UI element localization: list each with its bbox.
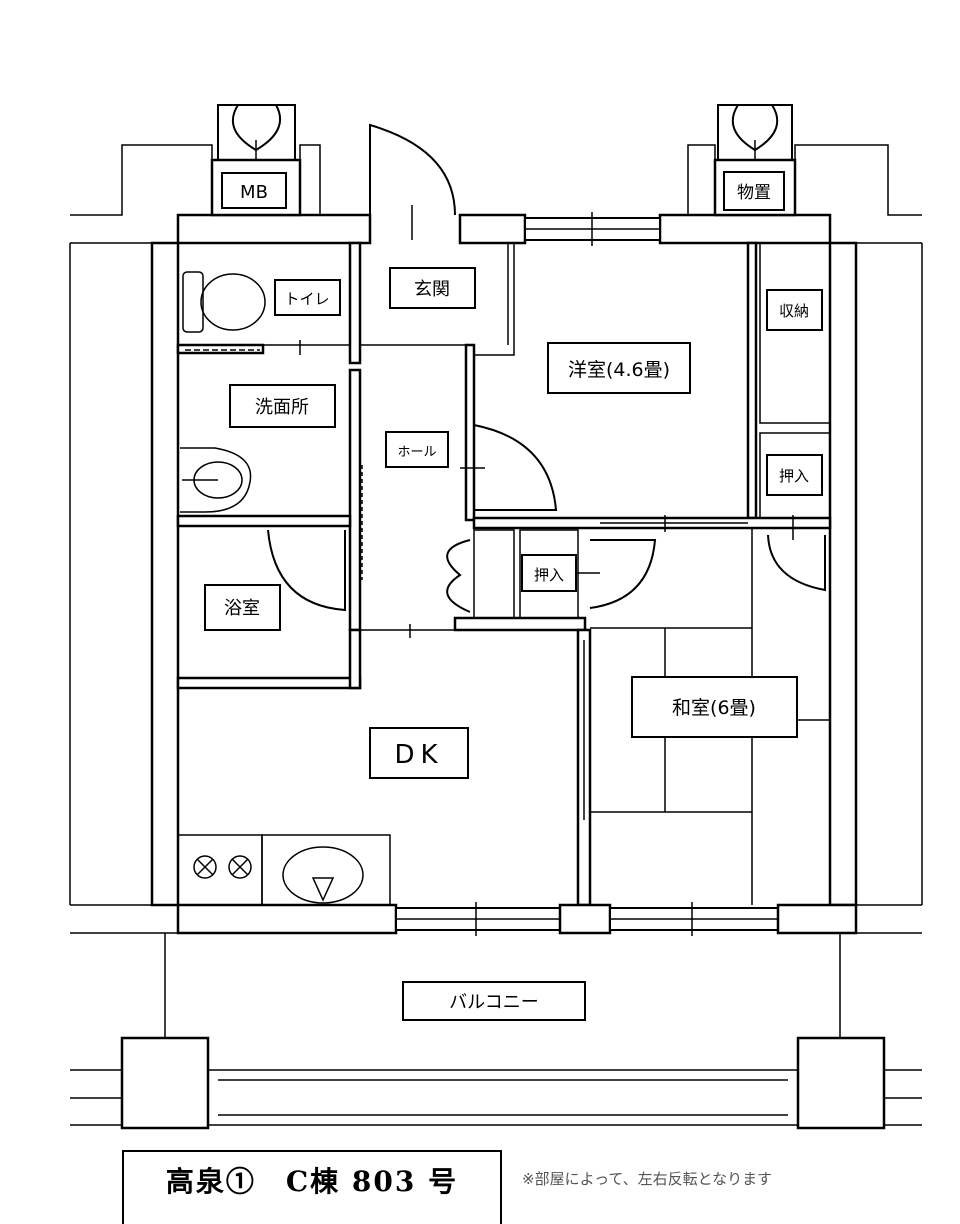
label-storage-outside: 物置 <box>737 183 771 203</box>
label-entrance: 玄関 <box>414 279 450 300</box>
mb-unit <box>210 104 302 217</box>
label-western-room: 洋室(4.6畳) <box>568 359 670 381</box>
label-washroom: 洗面所 <box>255 397 309 418</box>
label-closet-shuno: 収納 <box>779 302 809 320</box>
label-toilet: トイレ <box>284 290 329 308</box>
label-oshiire-center: 押入 <box>534 566 564 584</box>
label-japanese-room: 和室(6畳) <box>672 697 756 719</box>
label-balcony: バルコニー <box>449 992 539 1013</box>
bottom-wall <box>70 902 922 936</box>
caption-box: 高泉① C棟 803 号 <box>122 1150 502 1224</box>
balcony-area <box>70 933 922 1130</box>
caption-title: 高泉① C棟 803 号 <box>165 1165 459 1198</box>
label-bathroom: 浴室 <box>224 598 260 619</box>
interior-doors <box>267 424 826 613</box>
label-oshiire-right: 押入 <box>779 467 809 485</box>
exterior-walls <box>69 144 923 907</box>
storage-unit <box>713 104 797 217</box>
caption-note: ※部屋によって、左右反転となります <box>522 1170 773 1188</box>
top-walls <box>176 212 832 246</box>
label-mb: MB <box>240 182 268 203</box>
room-labels: MB 物置 トイレ 玄関 洋室(4.6畳) 収納 洗面所 ホール 押入 押入 浴… <box>204 182 823 1021</box>
entrance-door <box>369 123 456 240</box>
interior-walls <box>176 241 832 907</box>
label-hall: ホール <box>397 445 436 460</box>
label-dk: DK <box>394 740 443 770</box>
